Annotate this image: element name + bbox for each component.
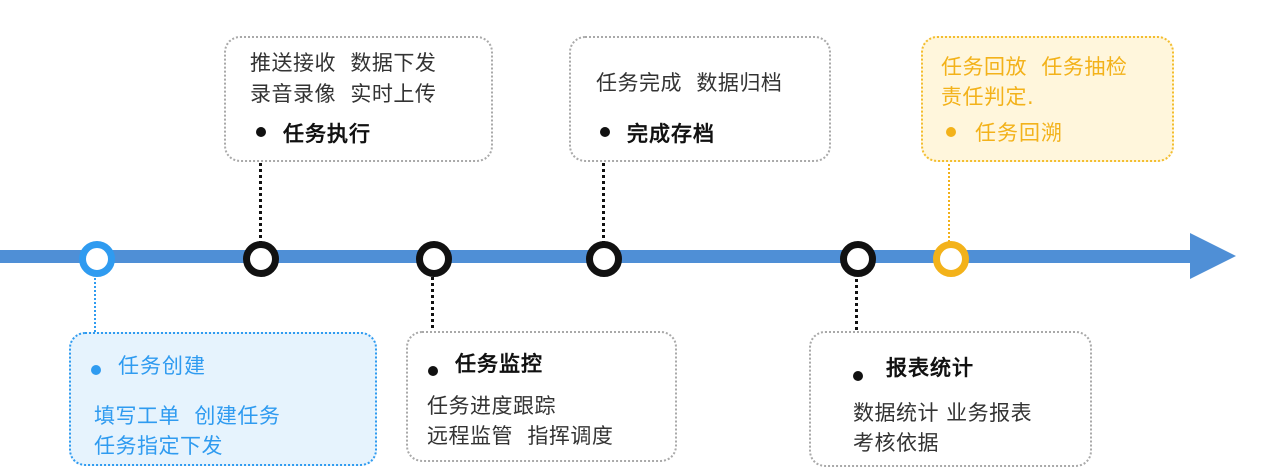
connector-report — [855, 272, 858, 374]
stage-bullet — [600, 127, 610, 137]
stage-card-archive: 任务完成 数据归档 完成存档 — [569, 36, 831, 162]
stage-title: 任务监控 — [455, 352, 543, 376]
node-monitor[interactable] — [416, 241, 452, 277]
node-report[interactable] — [840, 241, 876, 277]
stage-bullet — [91, 365, 101, 375]
stage-card-report: 报表统计 数据统计 业务报表 考核依据 — [809, 331, 1092, 467]
stage-card-review: 任务回放 任务抽检 责任判定. 任务回溯 — [921, 36, 1174, 162]
timeline-arrowhead — [1190, 233, 1236, 279]
connector-archive — [602, 132, 605, 244]
node-create[interactable] — [79, 241, 115, 277]
stage-detail-line2: 录音录像 实时上传 — [250, 82, 437, 106]
connector-monitor — [431, 272, 434, 364]
stage-card-create: 任务创建 填写工单 创建任务 任务指定下发 — [69, 332, 377, 466]
stage-title: 任务回溯 — [975, 121, 1063, 145]
stage-bullet — [256, 127, 266, 137]
stage-detail-line2: 任务指定下发 — [94, 434, 223, 458]
stage-card-monitor: 任务监控 任务进度跟踪 远程监管 指挥调度 — [406, 331, 677, 462]
connector-execute — [259, 132, 262, 244]
stage-detail-line1: 任务完成 数据归档 — [596, 71, 783, 95]
stage-title: 任务执行 — [283, 122, 371, 146]
stage-detail-line2: 责任判定. — [941, 85, 1035, 109]
stage-title: 任务创建 — [118, 354, 206, 378]
stage-detail-line2: 考核依据 — [853, 431, 939, 455]
node-execute[interactable] — [243, 241, 279, 277]
stage-bullet — [428, 366, 438, 376]
stage-detail-line1: 任务回放 任务抽检 — [941, 55, 1128, 79]
connector-review — [948, 132, 950, 242]
stage-bullet — [853, 371, 863, 381]
stage-title: 报表统计 — [886, 356, 974, 380]
node-archive[interactable] — [586, 241, 622, 277]
connector-create — [94, 270, 96, 364]
stage-card-execute: 推送接收 数据下发 录音录像 实时上传 任务执行 — [224, 36, 493, 162]
stage-detail-line1: 填写工单 创建任务 — [94, 404, 281, 428]
stage-detail-line2: 远程监管 指挥调度 — [427, 424, 614, 448]
stage-bullet — [946, 127, 956, 137]
node-review[interactable] — [933, 241, 969, 277]
stage-detail-line1: 任务进度跟踪 — [427, 394, 556, 418]
stage-title: 完成存档 — [627, 122, 715, 146]
stage-detail-line1: 推送接收 数据下发 — [250, 51, 437, 75]
stage-detail-line1: 数据统计 业务报表 — [853, 401, 1033, 425]
